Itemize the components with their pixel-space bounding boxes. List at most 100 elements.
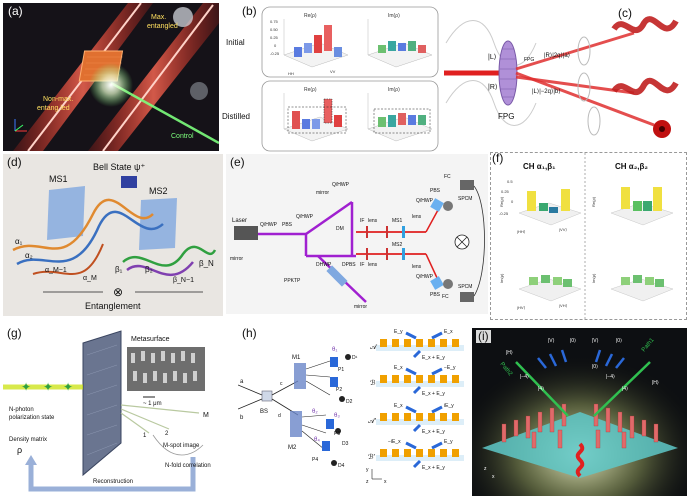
mirror-left: mirror — [230, 256, 243, 262]
panel-c-label: (c) — [616, 6, 634, 20]
entanglement-label: Entanglement — [85, 301, 141, 311]
svg-text:0.25: 0.25 — [270, 35, 279, 40]
axis-z: z — [366, 479, 369, 485]
ket-L: |L⟩ — [488, 53, 497, 61]
pbs-top: PBS — [430, 188, 441, 194]
alphaM-label: α_M — [83, 275, 97, 282]
photon-star-2: ✦ — [43, 380, 53, 394]
ms2-label: MS2 — [149, 186, 168, 196]
density-label: Density matrix — [9, 437, 47, 443]
svg-text:Im(ρ): Im(ρ) — [591, 273, 596, 283]
bs-cube — [261, 390, 273, 402]
pbs-bottom: PBS — [430, 292, 441, 298]
axis-gizmo-icon — [14, 119, 27, 132]
ket-0-left: |0⟩ — [570, 338, 576, 344]
label-p4: P4 — [312, 457, 318, 463]
label-d: d — [278, 413, 281, 419]
field-row-B — [376, 381, 464, 387]
svg-text:Re(ρ): Re(ρ) — [591, 196, 596, 207]
panel-a-label: (a) — [8, 4, 23, 18]
panel-d-label: (d) — [7, 155, 22, 169]
field-row-A2 — [376, 419, 464, 425]
svg-text:Im(ρ): Im(ρ) — [388, 87, 400, 93]
panel-f-label: (f) — [491, 152, 506, 165]
reflective-sphere — [173, 7, 193, 27]
max-label-2: entangled — [147, 23, 178, 30]
metasurface-tomography-illustration: ✦ ✦ ✦ Metasurface ~ 1 μm N-photon polari… — [3, 330, 211, 492]
label-m2: M2 — [288, 445, 297, 451]
photon-star-1: ✦ — [21, 380, 31, 394]
m1-plate — [294, 363, 306, 389]
laser-label: Laser — [232, 218, 247, 224]
panel-b: (b) Initial Distilled Re(ρ) 0.75 0.50 0.… — [222, 3, 441, 153]
lens-top2: lens — [412, 214, 422, 220]
panel-c: (c) |L⟩ |R⟩ FPG |R⟩|2q⟩|a⟩ |L⟩|−2q⟩|b⟩ F… — [444, 3, 687, 151]
label-d1: D¹ — [352, 355, 358, 361]
panel-d: (d) Bell State ψ⁺ MS1 MS2 α₁ α₂ α_M−1 α_… — [3, 154, 223, 316]
ket-0-right: |0⟩ — [616, 338, 622, 344]
svg-text:|HV⟩: |HV⟩ — [517, 305, 526, 310]
reconstruction-arrow — [28, 457, 196, 492]
svg-text:Re(ρ): Re(ρ) — [304, 87, 317, 93]
axis-icon — [371, 469, 382, 480]
axis-x-label: x — [492, 474, 495, 480]
ey-1: E_y — [394, 329, 403, 335]
fpg-grating — [498, 40, 518, 106]
panel-a: (a) — [3, 3, 219, 151]
one-label: 1 — [143, 433, 147, 439]
ket-v-right: |V⟩ — [592, 338, 599, 344]
panel-i-label: (i) — [476, 329, 491, 343]
svg-text:-0.25: -0.25 — [270, 51, 280, 56]
label-d4: D4 — [338, 463, 345, 469]
qhwp-4: Q/HWP — [416, 198, 434, 204]
ket-h-right: |H⟩ — [652, 380, 659, 386]
entanglement-beams-illustration: Max. entangled Non-max. entang led Contr… — [13, 3, 219, 151]
ch1-im-chart: Im(ρ) |HV⟩ |VH⟩ — [499, 273, 582, 310]
label-theta3: θ₃ — [334, 413, 340, 419]
label-b: b — [240, 415, 244, 421]
initial-im-chart: Im(ρ) — [367, 13, 433, 68]
if-top: IF — [360, 218, 364, 224]
axis-x: x — [384, 479, 387, 485]
alphaM1-label: α_M−1 — [45, 267, 67, 274]
optical-setup-diagram: Laser Q/HWP PBS Q/HWP mirror Q/HWP DM mi… — [230, 174, 485, 310]
oam-metasurface-illustration: Path2 Path1 |H⟩ |V⟩ |0⟩ |V⟩ |0⟩ |H⟩ |−4⟩… — [472, 328, 687, 496]
laser-box — [234, 226, 258, 240]
svg-text:|HH⟩: |HH⟩ — [517, 229, 526, 234]
qhwp-2: Q/HWP — [296, 214, 314, 220]
iey-3: iE_y — [444, 403, 454, 409]
metasurface-entanglement-illustration: Bell State ψ⁺ MS1 MS2 α₁ α₂ α_M−1 α_M β₁… — [12, 162, 217, 311]
two-label: 2 — [165, 431, 169, 437]
axis-y: y — [366, 467, 369, 473]
alpha2-label: α₂ — [25, 251, 33, 260]
row-B2: ℬ′ — [368, 453, 376, 461]
panel-g: (g) ✦ ✦ ✦ Metasurf — [3, 325, 235, 495]
svg-text:Re(ρ): Re(ρ) — [499, 196, 504, 207]
ket-m4-right: |−4⟩ — [606, 374, 615, 380]
svg-text:Im(ρ): Im(ρ) — [388, 13, 400, 19]
exey-2: E_x + E_y — [422, 391, 445, 397]
ex-3: E_x — [394, 403, 403, 409]
spcm-top-label: SPCM — [458, 196, 472, 202]
dm-label: DM — [336, 226, 344, 232]
alpha1-label: α₁ — [15, 237, 23, 246]
lens-bottom: lens — [368, 262, 378, 268]
ch1-re-chart: Re(ρ) 0.5 0 |HH⟩ |VV⟩ — [499, 179, 582, 234]
fpg-upper-small: FPG — [524, 57, 534, 63]
bell-state-source — [121, 176, 137, 188]
pbs-1: PBS — [282, 222, 293, 228]
panel-i: (i) Path2 Path1 — [472, 328, 687, 496]
ket-0-mid: |0⟩ — [592, 364, 598, 370]
control-label: Control — [171, 133, 194, 140]
distilled-im-chart: Im(ρ) — [367, 87, 433, 142]
density-matrix-bars: Initial Distilled Re(ρ) 0.75 0.50 0.25 0… — [222, 6, 439, 152]
ex-1: E_x — [444, 329, 453, 335]
label-theta1: θ₁ — [332, 347, 337, 353]
reconstruction-label: Reconstruction — [93, 479, 133, 485]
initial-label: Initial — [226, 38, 245, 47]
fc-top: FC — [444, 174, 451, 180]
svg-text:Im(ρ): Im(ρ) — [499, 273, 504, 283]
bell-state-label: Bell State ψ⁺ — [93, 162, 145, 172]
panel-h: (h) — [238, 325, 468, 495]
interferometer-diagram: a b BS c d M1 M2 θ₁ θ₂ θ₃ θ₄ P1 P2 P3 P4… — [238, 329, 464, 485]
